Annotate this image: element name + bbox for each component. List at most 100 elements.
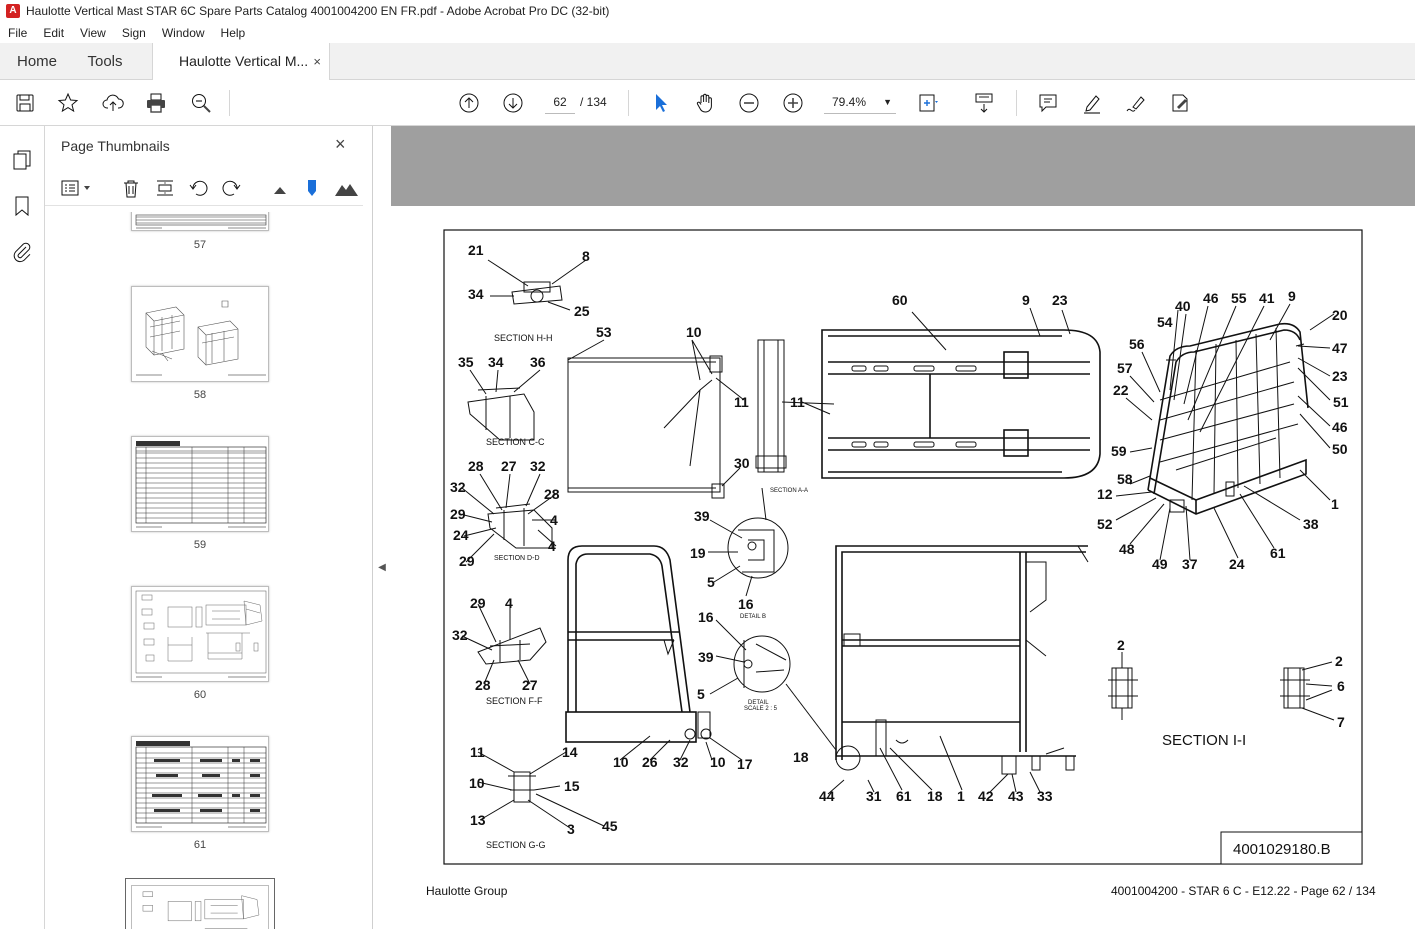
page-thumbnails-icon[interactable] xyxy=(10,148,34,172)
tab-home[interactable]: Home xyxy=(16,53,57,70)
part-callout-number: 20 xyxy=(1332,307,1348,323)
tab-tools[interactable]: Tools xyxy=(87,53,123,70)
zoom-level-select[interactable]: 79.4% ▼ xyxy=(824,90,896,114)
menu-window[interactable]: Window xyxy=(161,25,205,40)
drawing-code: 4001029180.B xyxy=(1233,841,1331,858)
thumbnail-label: 58 xyxy=(193,389,207,401)
menu-sign[interactable]: Sign xyxy=(121,25,146,40)
tab-document-label: Haulotte Vertical M... xyxy=(179,53,309,69)
highlight-pen-icon[interactable] xyxy=(1080,91,1104,115)
section-label: DETAIL B xyxy=(740,614,766,620)
thumbnail-label: 57 xyxy=(193,239,207,251)
attachments-paperclip-icon[interactable] xyxy=(10,240,34,264)
extract-pages-icon[interactable] xyxy=(154,178,176,198)
part-callout-number: 34 xyxy=(488,354,504,370)
thumbnail-page-58[interactable] xyxy=(131,286,269,382)
part-callout-number: 14 xyxy=(562,744,578,760)
delete-page-icon[interactable] xyxy=(120,178,142,198)
bookmark-star-icon[interactable] xyxy=(56,91,80,115)
thumbnail-page-62-selected[interactable] xyxy=(125,878,275,929)
document-background xyxy=(391,126,1415,206)
acrobat-logo-icon: A xyxy=(6,4,20,18)
part-callout-number: 11 xyxy=(790,394,805,410)
menu-edit[interactable]: Edit xyxy=(43,25,65,40)
part-callout-number: 16 xyxy=(738,596,754,612)
part-callout-number: 46 xyxy=(1332,419,1348,435)
save-icon[interactable] xyxy=(13,91,37,115)
thumbnail-label: 60 xyxy=(193,689,207,701)
part-callout-number: 4 xyxy=(548,538,556,554)
menu-help[interactable]: Help xyxy=(220,25,246,40)
part-callout-number: 21 xyxy=(468,242,484,258)
previous-page-icon[interactable] xyxy=(457,91,481,115)
print-icon[interactable] xyxy=(144,91,168,115)
part-callout-number: 7 xyxy=(1337,714,1345,730)
section-label: SECTION G-G xyxy=(486,840,546,850)
part-callout-number: 37 xyxy=(1182,556,1198,572)
part-callout-number: 36 xyxy=(530,354,546,370)
toolbar-separator xyxy=(1016,90,1017,116)
part-callout-number: 39 xyxy=(694,508,710,524)
zoom-in-icon[interactable] xyxy=(781,91,805,115)
thumbnail-page-61[interactable] xyxy=(131,736,269,832)
rotate-clockwise-icon[interactable] xyxy=(221,178,243,198)
thumbnail-size-slider-icon[interactable] xyxy=(301,178,323,198)
part-callout-number: 32 xyxy=(530,458,546,474)
part-callout-number: 32 xyxy=(450,479,466,495)
footer-page-info: 4001004200 - STAR 6 C - E12.22 - Page 62… xyxy=(1111,884,1376,898)
part-callout-number: 50 xyxy=(1332,441,1348,457)
fit-page-icon[interactable] xyxy=(916,91,940,115)
thumbnail-options-icon[interactable] xyxy=(61,178,95,198)
menu-bar: File Edit View Sign Window Help xyxy=(0,22,1415,43)
part-callout-number: 17 xyxy=(737,756,753,772)
part-callout-number: 11 xyxy=(734,394,749,410)
part-callout-number: 4 xyxy=(550,512,558,528)
collapse-panel-arrow-icon[interactable]: ◀ xyxy=(378,562,386,573)
parts-drawing: SECTION H-H SECTION C-C SECTION D-D SECT… xyxy=(443,229,1363,865)
upload-cloud-icon[interactable] xyxy=(101,91,125,115)
part-callout-number: 10 xyxy=(686,324,702,340)
zoom-search-icon[interactable] xyxy=(189,91,213,115)
rotate-counterclockwise-icon[interactable] xyxy=(187,178,209,198)
toolbar-separator xyxy=(628,90,629,116)
next-page-icon[interactable] xyxy=(501,91,525,115)
part-callout-number: 27 xyxy=(522,677,538,693)
part-callout-number: 41 xyxy=(1259,290,1275,306)
zoom-out-icon[interactable] xyxy=(737,91,761,115)
comment-icon[interactable] xyxy=(1036,91,1060,115)
part-callout-number: 24 xyxy=(1229,556,1245,572)
part-callout-number: 2 xyxy=(1335,653,1343,669)
part-callout-number: 47 xyxy=(1332,340,1348,356)
part-callout-number: 46 xyxy=(1203,290,1219,306)
part-callout-number: 52 xyxy=(1097,516,1113,532)
thumbnail-page-57[interactable] xyxy=(131,212,269,231)
part-callout-number: 49 xyxy=(1152,556,1168,572)
part-callout-number: 8 xyxy=(582,248,590,264)
part-callout-number: 44 xyxy=(819,788,835,804)
tab-close-icon[interactable]: × xyxy=(313,54,321,69)
bookmarks-icon[interactable] xyxy=(10,194,34,218)
document-view: SECTION H-H SECTION C-C SECTION D-D SECT… xyxy=(391,126,1415,929)
thumbnail-size-small-icon[interactable] xyxy=(269,178,291,198)
page-number-input[interactable]: 62 xyxy=(545,90,575,114)
edit-pdf-icon[interactable] xyxy=(1168,91,1192,115)
part-callout-number: 40 xyxy=(1175,298,1191,314)
thumbnail-page-60[interactable] xyxy=(131,586,269,682)
thumbnail-size-large-icon[interactable] xyxy=(333,178,359,198)
hand-tool-icon[interactable] xyxy=(693,91,717,115)
part-callout-number: 55 xyxy=(1231,290,1247,306)
scroll-mode-icon[interactable] xyxy=(972,91,996,115)
zoom-value: 79.4% xyxy=(832,95,867,109)
select-cursor-icon[interactable] xyxy=(649,91,673,115)
sign-pen-icon[interactable] xyxy=(1124,91,1148,115)
part-callout-number: 13 xyxy=(470,812,486,828)
thumbnail-page-59[interactable] xyxy=(131,436,269,532)
menu-view[interactable]: View xyxy=(80,25,106,40)
menu-file[interactable]: File xyxy=(8,25,28,40)
tab-bar: Home Tools Haulotte Vertical M... × xyxy=(0,43,1415,81)
page-total-label: / 134 xyxy=(580,95,607,109)
panel-close-icon[interactable]: × xyxy=(335,134,346,154)
part-callout-number: 12 xyxy=(1097,486,1113,502)
tab-document[interactable]: Haulotte Vertical M... × xyxy=(152,43,330,81)
part-callout-number: 53 xyxy=(596,324,612,340)
